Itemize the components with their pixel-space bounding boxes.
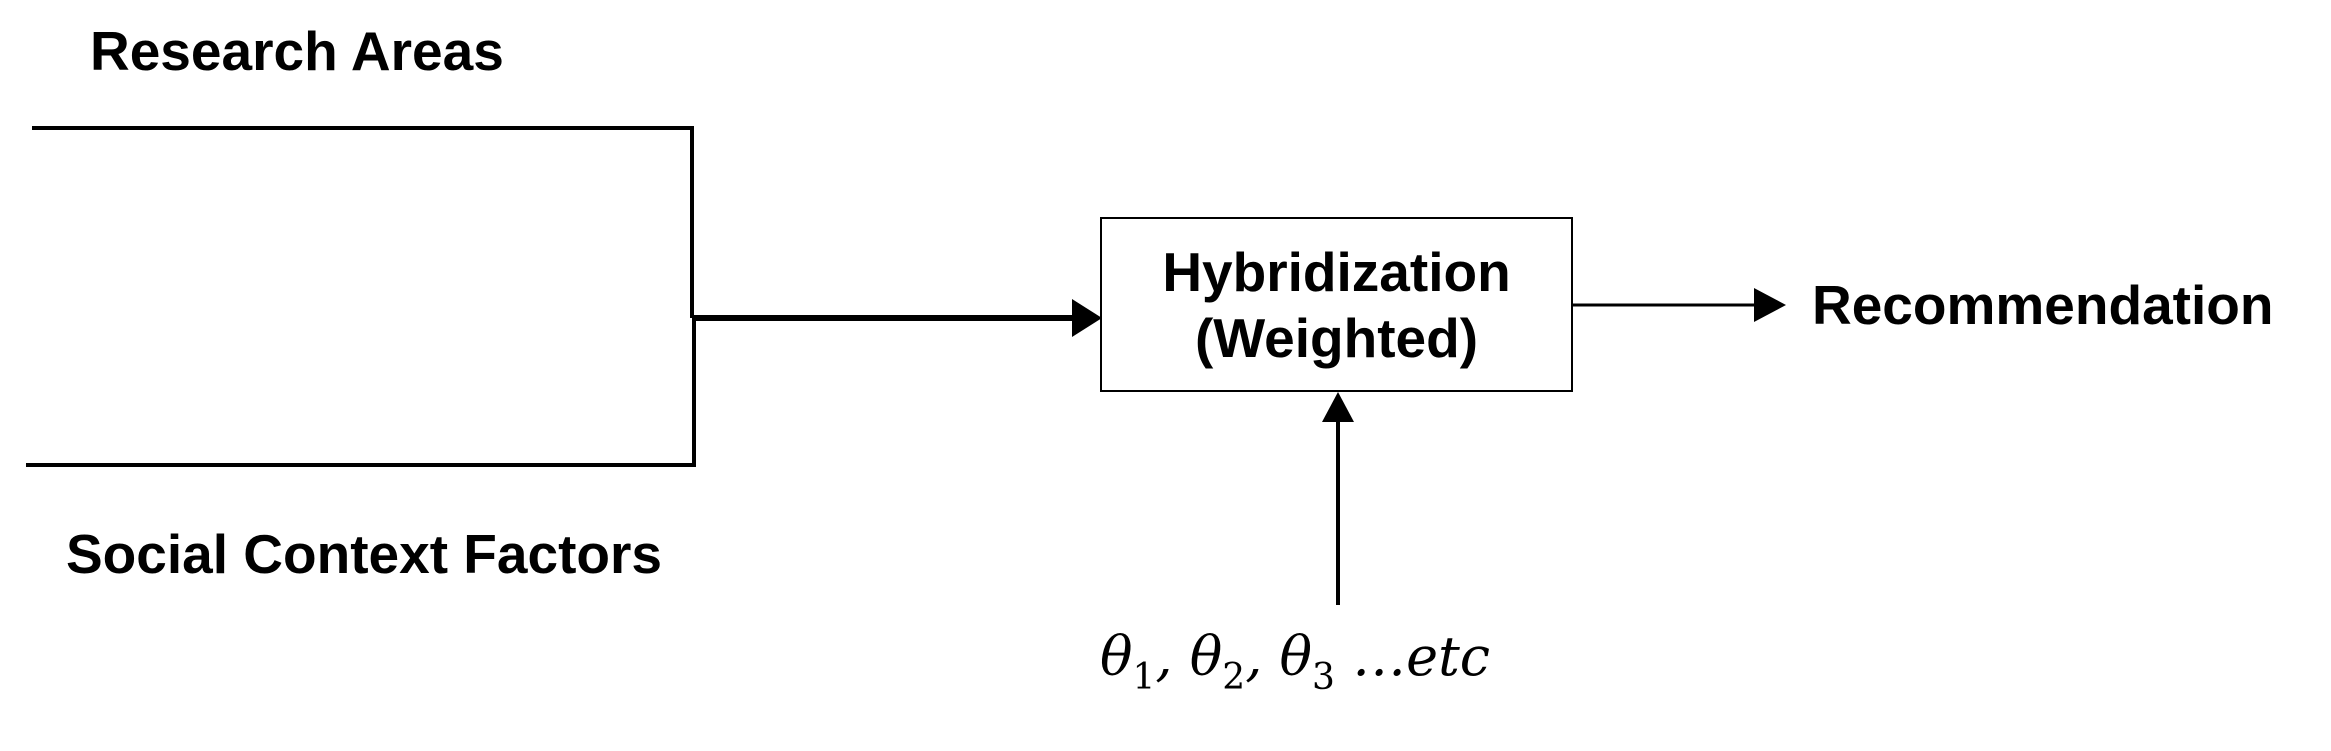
output-arrowhead [1754,288,1786,322]
etc-suffix: …etc [1352,625,1491,688]
hybridization-title: Hybridization [1162,240,1511,303]
theta-3-symbol: θ [1279,625,1313,688]
parameter-arrowhead [1322,392,1354,422]
separator-1: , [1155,625,1173,688]
social-context-connector [26,318,696,467]
hybridization-box: Hybridization (Weighted) [1100,217,1573,392]
theta-2-symbol: θ [1189,625,1223,688]
merge-arrowhead [1072,299,1102,337]
theta-2-subscript: 2 [1222,657,1246,698]
recommendation-label: Recommendation [1812,274,2274,336]
research-areas-label: Research Areas [90,20,504,82]
theta-1-symbol: θ [1100,625,1133,688]
research-areas-connector [32,126,694,318]
separator-2: , [1245,625,1263,688]
parameter-list: θ1, θ2, θ3 …etc [1100,630,1490,696]
hybridization-subtitle: (Weighted) [1194,306,1479,369]
theta-1-subscript: 1 [1132,657,1156,698]
theta-3-subscript: 3 [1312,657,1335,698]
social-context-factors-label: Social Context Factors [66,523,662,585]
